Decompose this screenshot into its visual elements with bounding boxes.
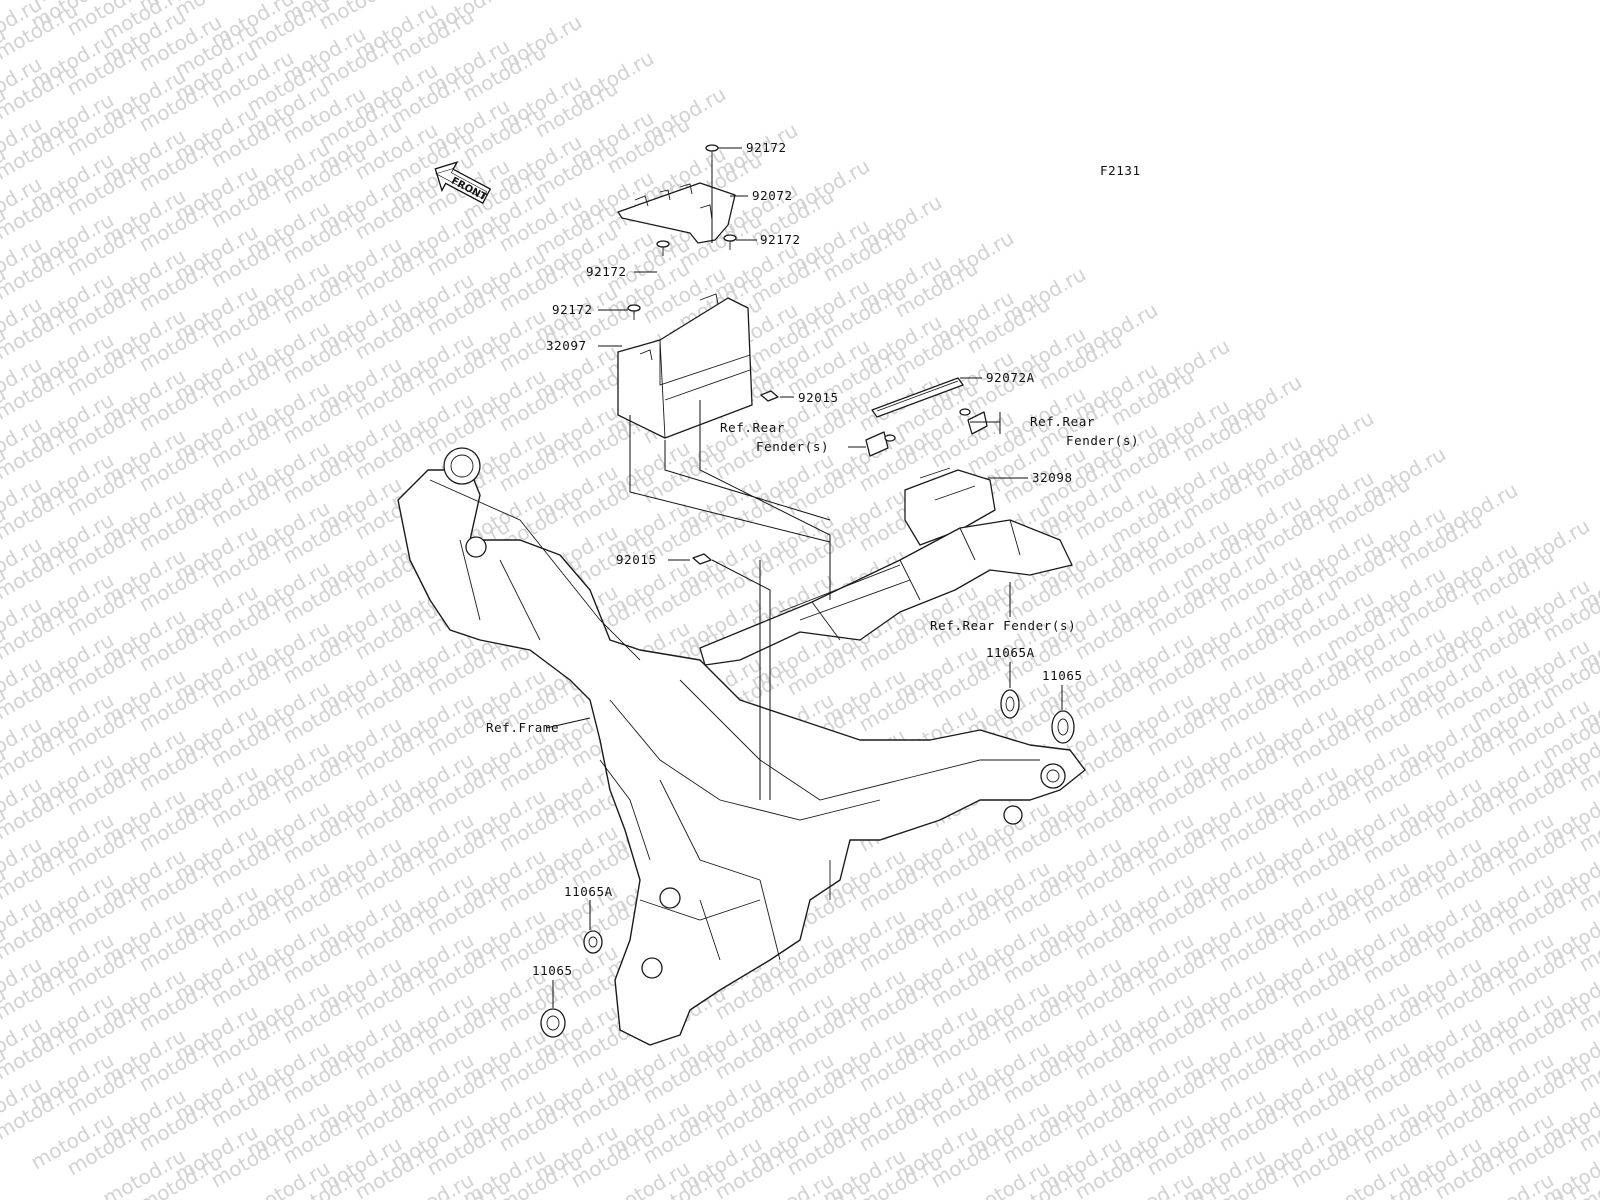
grommet-11065A-left [583,930,603,954]
callout-11065A-right: 11065A [986,645,1035,660]
callout-11065-left: 11065 [532,963,573,978]
callout-92172-right: 92172 [760,232,801,247]
callout-ref-rear-left-1: Ref.Rear [720,420,785,435]
callout-11065A-left: 11065A [564,884,613,899]
cover-32098 [904,467,996,546]
callout-92172-lower: 92172 [552,302,593,317]
frame [397,447,1086,1046]
bracket-92072 [617,182,736,244]
bolt-92172-c [723,234,737,250]
callout-92015-upper: 92015 [798,390,839,405]
battery-case-32097 [617,293,753,439]
grommet-11065-left [540,1008,566,1038]
callout-ref-frame: Ref.Frame [486,720,559,735]
callout-92172-top: 92172 [746,140,787,155]
grommet-11065A-right [1000,689,1020,719]
callout-32097: 32097 [546,338,587,353]
callout-92172-left: 92172 [586,264,627,279]
callout-ref-rear-left-2: Fender(s) [756,439,829,454]
callout-ref-rear-right-1: Ref.Rear [1030,414,1095,429]
callout-92015-lower: 92015 [616,552,657,567]
grommet-11065-right [1051,710,1075,744]
bolt-92172-b [656,240,670,256]
bolt-92172-d [627,304,641,320]
callout-11065-right: 11065 [1042,668,1083,683]
callout-92072: 92072 [752,188,793,203]
leader-lines [545,147,1063,1008]
callout-labels: 92172 92072 92172 92172 92172 32097 9201… [486,140,1139,978]
callout-ref-rear-fender: Ref.Rear Fender(s) [930,618,1076,633]
nut-92015-b [692,553,712,565]
strap-92072A [871,377,964,418]
callout-92072A: 92072A [986,370,1035,385]
clip-fender-right [959,408,988,435]
nut-92015-a [760,390,779,402]
clip-fender-left [865,431,896,457]
callout-ref-rear-right-2: Fender(s) [1066,433,1139,448]
diagram-code: F2131 [1100,163,1141,178]
callout-32098: 32098 [1032,470,1073,485]
